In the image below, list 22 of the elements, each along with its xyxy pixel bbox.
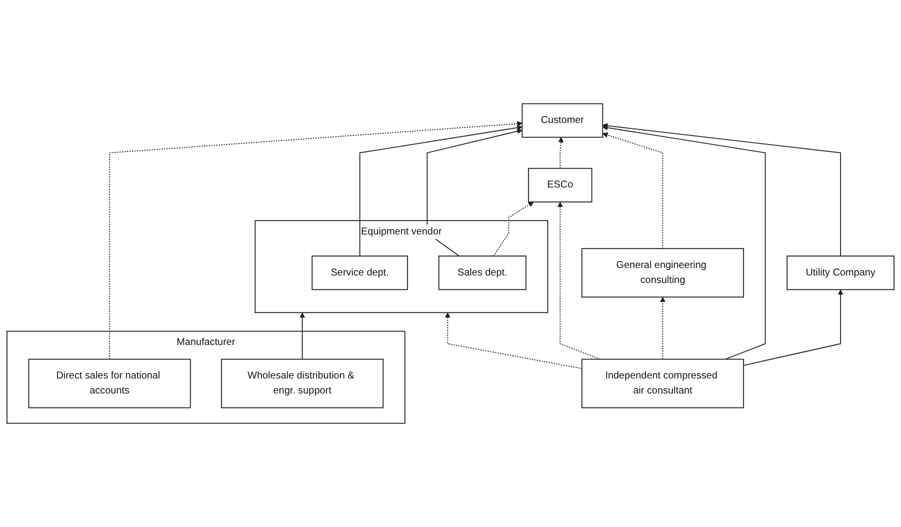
arrow: [602, 123, 842, 256]
arrow: [743, 289, 844, 366]
node-box: Independent compressed air consultant: [581, 358, 744, 408]
arrow: [493, 202, 534, 256]
node-box: Utility Company: [786, 256, 894, 290]
node-box: ESCo: [528, 168, 592, 202]
arrow: [557, 202, 601, 360]
node-box: Wholesale distribution & engr. support: [221, 358, 384, 408]
arrow: [558, 137, 564, 169]
arrow: [300, 312, 306, 360]
node-box: Sales dept.: [438, 256, 526, 290]
node-box: Service dept.: [312, 256, 408, 290]
arrow: [660, 296, 666, 360]
arrow: [444, 312, 582, 369]
arrow: [426, 128, 522, 256]
node-box: Direct sales for national accounts: [28, 358, 191, 408]
arrow: [602, 124, 766, 360]
arrow: [602, 132, 664, 250]
arrow: [109, 121, 522, 360]
node-box: General engineering consulting: [581, 248, 744, 298]
arrow: [359, 125, 522, 256]
node-box: Customer: [522, 103, 604, 138]
